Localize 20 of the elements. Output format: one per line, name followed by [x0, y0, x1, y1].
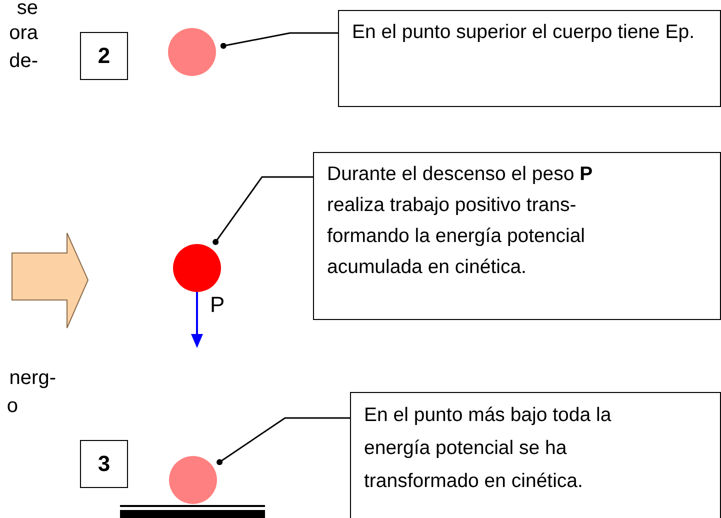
leader-line — [212, 176, 313, 245]
callout-box — [338, 10, 721, 107]
text-fragment: ora — [9, 22, 38, 45]
callout-text: En el punto más bajo toda la energía potencial se ha transformado en cinética. — [364, 403, 612, 494]
text-fragment: de- — [9, 50, 38, 73]
ball — [169, 456, 217, 504]
text-fragment: se — [16, 0, 38, 20]
callout-box — [350, 392, 721, 518]
step-number: 3 — [80, 440, 128, 488]
ball — [168, 28, 216, 76]
step-number: 2 — [80, 32, 128, 80]
leader-line — [216, 417, 350, 466]
force-label: P — [210, 292, 225, 318]
text-fragment: o — [6, 395, 18, 418]
ball — [173, 244, 221, 292]
leader-line — [220, 32, 338, 49]
text-fragment: nerg- — [9, 367, 56, 390]
callout-text: Durante el descenso el peso P realiza trabajo positivo trans- formando la energía potencial acumulada en cinética. — [327, 162, 594, 280]
callout-text: En el punto superior el cuerpo tiene Ep. — [352, 20, 696, 45]
callout-box — [313, 152, 721, 320]
